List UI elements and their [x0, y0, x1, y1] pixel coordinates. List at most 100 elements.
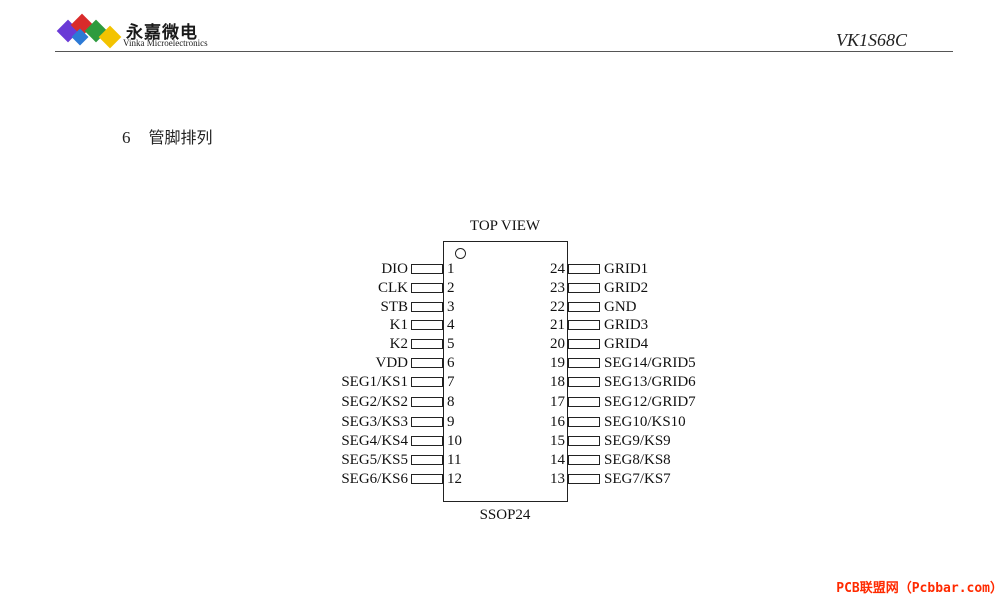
pin-lead [568, 474, 600, 484]
pin-number: 4 [447, 317, 455, 333]
pin-lead [411, 358, 443, 368]
pin-label: CLK [378, 280, 408, 296]
pin-number: 22 [550, 299, 565, 315]
pin-label: VDD [375, 355, 409, 371]
pin-number: 3 [447, 299, 455, 315]
pin-label: SEG3/KS3 [341, 414, 408, 430]
chip-body [443, 241, 568, 502]
logo-subtitle: Vinka Microelectronics [123, 38, 208, 48]
document-id: VK1S68C [835, 30, 907, 50]
pin-number: 10 [447, 433, 462, 449]
pin-row: SEG12/GRID7 17 [0, 393, 1007, 412]
pin-row: GRID2 23 [0, 279, 1007, 298]
pin-lead [568, 436, 600, 446]
pin-row: K2 5 [0, 335, 1007, 354]
pin-number: 18 [550, 374, 565, 390]
pin-lead [411, 474, 443, 484]
pin-lead [411, 283, 443, 293]
pin-row: CLK 2 [0, 279, 1007, 298]
pin-row: SEG3/KS3 9 [0, 413, 1007, 432]
pin-row: SEG10/KS10 16 [0, 413, 1007, 432]
pin-number: 1 [447, 261, 455, 277]
section-heading: 6 管脚排列 [122, 124, 213, 148]
pin-lead [411, 264, 443, 274]
pin-lead [411, 397, 443, 407]
pin-row: VDD 6 [0, 354, 1007, 373]
pin1-indicator-icon [455, 248, 466, 259]
pin-number: 12 [447, 471, 462, 487]
pin-label: SEG10/KS10 [604, 414, 686, 430]
pin-label: SEG4/KS4 [341, 433, 408, 449]
pin-row: SEG8/KS8 14 [0, 451, 1007, 470]
package-label: SSOP24 [479, 507, 531, 523]
pin-number: 7 [447, 374, 455, 390]
pin-label: GND [604, 299, 637, 315]
pin-label: K2 [389, 336, 408, 352]
pin-row: GRID1 24 [0, 260, 1007, 279]
pin-lead [568, 417, 600, 427]
pin-number: 11 [447, 452, 462, 468]
pin-row: SEG9/KS9 15 [0, 432, 1007, 451]
pin-label: GRID2 [604, 280, 649, 296]
pin-lead [568, 264, 600, 274]
pin-number: 2 [447, 280, 455, 296]
pin-label: STB [380, 299, 408, 315]
pin-lead [568, 358, 600, 368]
pin-label: SEG6/KS6 [341, 471, 408, 487]
pin-row: K1 4 [0, 316, 1007, 335]
watermark: PCB联盟网（Pcbbar.com） [836, 581, 1003, 596]
section-number: 6 [122, 128, 131, 147]
pin-lead [568, 397, 600, 407]
pin-row: GND 22 [0, 298, 1007, 317]
pin-lead [568, 377, 600, 387]
pin-lead [568, 339, 600, 349]
pin-row: GRID3 21 [0, 316, 1007, 335]
pin-label: K1 [389, 317, 408, 333]
pin-label: GRID4 [604, 336, 649, 352]
pin-label: SEG2/KS2 [341, 394, 408, 410]
pin-label: SEG12/GRID7 [604, 394, 696, 410]
pin-label: SEG9/KS9 [604, 433, 671, 449]
pin-number: 15 [550, 433, 565, 449]
pin-row: STB 3 [0, 298, 1007, 317]
pin-row: SEG4/KS4 10 [0, 432, 1007, 451]
pin-number: 6 [447, 355, 455, 371]
pin-number: 16 [550, 414, 565, 430]
pin-label: GRID3 [604, 317, 649, 333]
pin-number: 5 [447, 336, 455, 352]
pin-row: SEG6/KS6 12 [0, 470, 1007, 489]
company-logo: 永嘉微电 Vinka Microelectronics [56, 13, 226, 50]
pin-number: 9 [447, 414, 455, 430]
pin-number: 24 [550, 261, 565, 277]
pin-number: 21 [550, 317, 565, 333]
pin-lead [411, 417, 443, 427]
logo-name: 永嘉微电 [126, 23, 198, 43]
pin-number: 17 [550, 394, 565, 410]
pin-row: SEG2/KS2 8 [0, 393, 1007, 412]
pin-lead [411, 377, 443, 387]
pin-label: SEG13/GRID6 [604, 374, 696, 390]
pin-lead [411, 455, 443, 465]
header-divider [55, 51, 953, 52]
pin-label: SEG1/KS1 [341, 374, 408, 390]
pin-row: SEG1/KS1 7 [0, 373, 1007, 392]
pin-lead [411, 320, 443, 330]
pin-lead [411, 339, 443, 349]
top-view-label: TOP VIEW [469, 218, 541, 234]
pin-label: SEG8/KS8 [604, 452, 671, 468]
pin-number: 19 [550, 355, 565, 371]
pin-number: 8 [447, 394, 455, 410]
pin-number: 14 [550, 452, 565, 468]
pin-lead [568, 455, 600, 465]
section-title: 管脚排列 [148, 128, 213, 147]
pin-number: 23 [550, 280, 565, 296]
pin-lead [568, 302, 600, 312]
pin-label: GRID1 [604, 261, 649, 277]
pin-label: SEG7/KS7 [604, 471, 671, 487]
pin-lead [411, 436, 443, 446]
